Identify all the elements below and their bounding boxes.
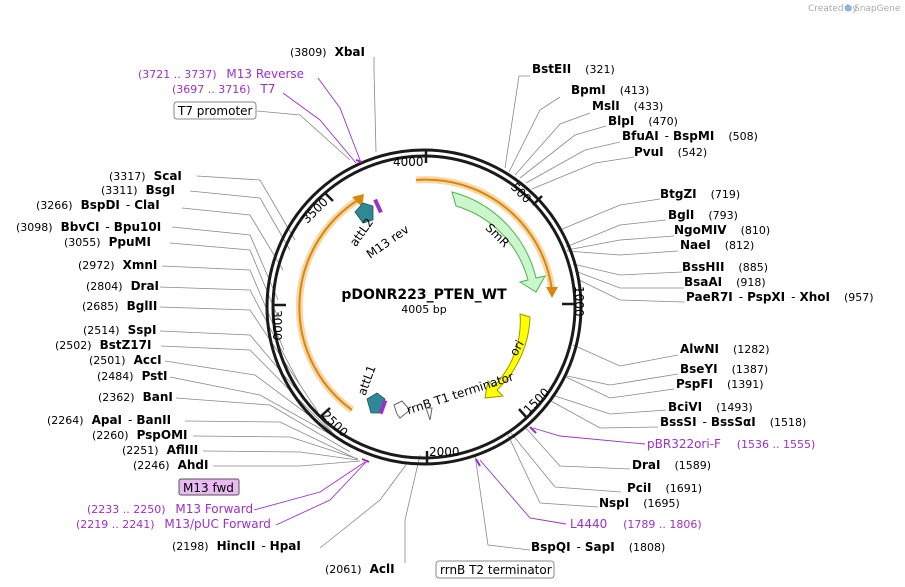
- site-xmni[interactable]: (2972)XmnI: [78, 258, 157, 272]
- primer-m13-forward[interactable]: (2233 .. 2250) M13 Forward: [87, 502, 253, 516]
- site-bseyi[interactable]: BseYI(1387): [680, 362, 768, 376]
- site-pspfi[interactable]: PspFI(1391): [676, 377, 764, 391]
- tick-4000: 4000: [393, 155, 424, 169]
- label-connectors: [159, 57, 685, 563]
- site-bsshii[interactable]: BssHII(885): [682, 260, 768, 274]
- primer-pbr322ori-f[interactable]: pBR322ori-F (1536 .. 1555): [647, 437, 815, 451]
- site-paer7i[interactable]: PaeR7I-PspXI-XhoI(957): [686, 290, 874, 304]
- site-bsgi[interactable]: (3311)BsgI: [101, 183, 175, 197]
- site-bstz17i[interactable]: (2502)BstZ17I: [55, 338, 151, 352]
- primer-labels: (3721 .. 3737) M13 Reverse (3697 .. 3716…: [76, 67, 815, 531]
- site-bpmi[interactable]: BpmI(413): [571, 83, 649, 97]
- site-scai[interactable]: (3317)ScaI: [109, 169, 182, 183]
- tick-3000: 3000: [270, 310, 284, 341]
- svg-text:T7 promoter: T7 promoter: [177, 104, 253, 118]
- tick-2000: 2000: [429, 445, 460, 459]
- credit-created-by: Created by: [808, 4, 858, 14]
- ori-label: ori: [507, 338, 527, 359]
- site-bfuai[interactable]: BfuAI-BspMI(508): [622, 129, 758, 143]
- smr-feature[interactable]: SmR: [451, 191, 546, 293]
- plasmid-name: pDONR223_PTEN_WT: [341, 287, 507, 303]
- site-blpi[interactable]: BlpI(470): [608, 114, 678, 128]
- primer-m13-puc-forward[interactable]: (2219 .. 2241) M13/pUC Forward: [76, 517, 271, 531]
- site-bgli[interactable]: BglI(793): [668, 208, 738, 222]
- site-pcii[interactable]: PciI(1691): [627, 481, 702, 495]
- primer-t7[interactable]: (3697 .. 3716) T7: [172, 82, 275, 96]
- orf-arcs: [295, 176, 558, 413]
- site-bspdi[interactable]: (3266)BspDI-ClaI: [36, 198, 160, 212]
- site-bcivi[interactable]: BciVI(1493): [668, 400, 753, 414]
- site-bsssi[interactable]: BssSI-BssSαI(1518): [660, 415, 806, 429]
- snapgene-logo-icon: [844, 4, 852, 12]
- site-btgzi[interactable]: BtgZI(719): [660, 187, 740, 201]
- site-drai-2[interactable]: (2804)DraI: [86, 279, 159, 293]
- rrnb-t2-box[interactable]: rrnB T2 terminator: [435, 560, 555, 579]
- site-ngomiv[interactable]: NgoMIV(810): [674, 223, 770, 237]
- plasmid-length: 4005 bp: [401, 303, 446, 316]
- site-xbai[interactable]: (3809)XbaI: [290, 45, 365, 59]
- site-ahdi[interactable]: (2246)AhdI: [133, 458, 208, 472]
- site-ppumi[interactable]: (3055)PpuMI: [64, 235, 151, 249]
- site-bspqi[interactable]: BspQI-SapI(1808): [531, 540, 665, 554]
- primer-connectors: [253, 77, 646, 526]
- svg-text:rrnB T2 terminator: rrnB T2 terminator: [440, 563, 552, 577]
- site-psti[interactable]: (2484)PstI: [97, 369, 168, 383]
- primer-m13-reverse[interactable]: (3721 .. 3737) M13 Reverse: [138, 67, 304, 81]
- position-ticks: [273, 150, 575, 464]
- rrnb-t2-marker: [425, 407, 433, 421]
- site-naei[interactable]: NaeI(812): [680, 238, 754, 252]
- site-bglii[interactable]: (2685)BglII: [82, 299, 157, 313]
- site-nspi[interactable]: NspI(1695): [599, 496, 680, 510]
- primer-marks: [355, 159, 537, 467]
- site-acci[interactable]: (2501)AccI: [89, 353, 162, 367]
- site-afliii[interactable]: (2251)AflIII: [122, 443, 198, 457]
- site-acli[interactable]: (2061)AclI: [325, 562, 395, 576]
- tick-1500: 1500: [521, 385, 552, 416]
- ori-feature[interactable]: ori: [484, 313, 531, 399]
- primer-l4440[interactable]: L4440 (1789 .. 1806): [570, 517, 702, 531]
- attl1-label: attL1: [355, 363, 379, 397]
- site-apai[interactable]: (2264)ApaI-BanII: [47, 413, 171, 427]
- restriction-sites-right: (3809)XbaI BstEII(321) BpmI(413) MslI(43…: [290, 45, 874, 554]
- credit-brand: SnapGene: [854, 4, 901, 14]
- site-pvui[interactable]: PvuI(542): [634, 145, 707, 159]
- site-drai[interactable]: DraI(1589): [632, 458, 711, 472]
- restriction-sites-left: (2061)AclI (2198)HincII-HpaI (2246)AhdI …: [16, 169, 395, 576]
- site-alwni[interactable]: AlwNI(1282): [680, 342, 770, 356]
- site-bbvci[interactable]: (3098)BbvCI-Bpu10I: [16, 220, 161, 234]
- site-msli[interactable]: MslI(433): [592, 99, 663, 113]
- site-bsteii[interactable]: BstEII(321): [532, 62, 615, 76]
- m13-fwd-box[interactable]: M13 fwd: [178, 478, 240, 496]
- svg-text:M13 fwd: M13 fwd: [183, 481, 234, 495]
- site-pspomi[interactable]: (2260)PspOMI: [92, 428, 188, 442]
- attl1-feature[interactable]: attL1: [355, 363, 388, 415]
- site-hincii[interactable]: (2198)HincII-HpaI: [172, 539, 301, 553]
- site-sspi[interactable]: (2514)SspI: [83, 323, 156, 337]
- tick-1000: 1000: [572, 286, 586, 317]
- t7-promoter-box[interactable]: T7 promoter: [173, 101, 257, 120]
- tick-3500: 3500: [299, 195, 330, 226]
- site-bsaai[interactable]: BsaAI(918): [684, 275, 766, 289]
- attl2-feature[interactable]: attL2 M13 rev: [347, 198, 412, 262]
- site-bani[interactable]: (2362)BanI: [98, 390, 173, 404]
- plasmid-backbone: [265, 148, 583, 466]
